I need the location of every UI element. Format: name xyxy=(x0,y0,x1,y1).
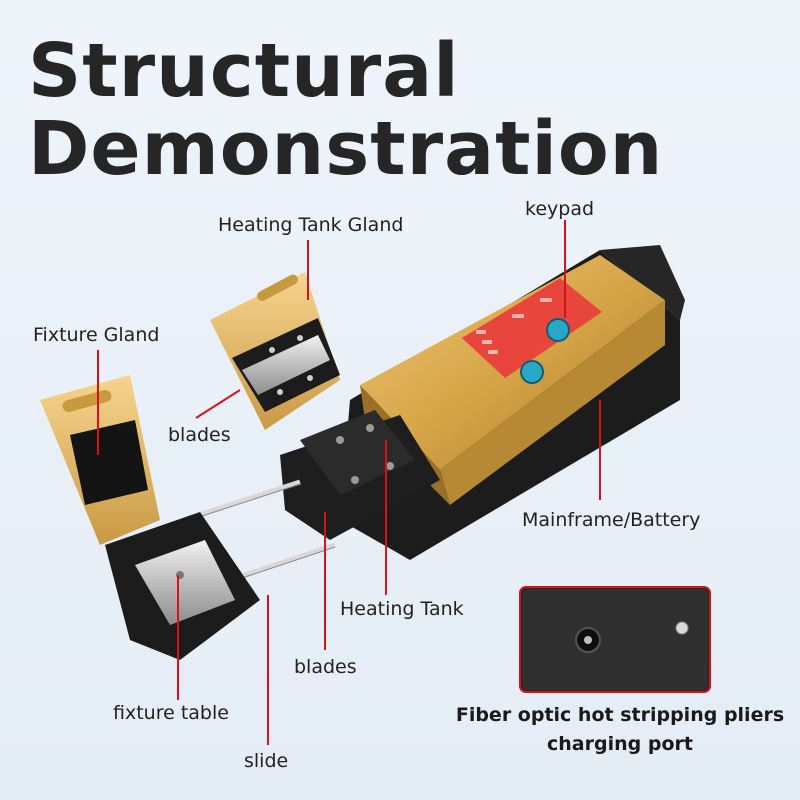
label-slide: slide xyxy=(244,750,289,772)
charging-port-inset xyxy=(519,586,711,693)
label-blades-lower: blades xyxy=(294,656,357,678)
label-fixture-table: fixture table xyxy=(113,702,229,724)
heating-tank xyxy=(280,410,440,540)
label-mainframe-battery: Mainframe/Battery xyxy=(522,509,701,531)
label-fixture-gland: Fixture Gland xyxy=(33,324,160,346)
led-indicator xyxy=(512,314,524,318)
screw-icon xyxy=(675,621,689,635)
fixture-table xyxy=(105,512,260,660)
title-line-2: Demonstration xyxy=(28,106,664,192)
control-panel xyxy=(462,278,602,384)
fixture-gland xyxy=(40,375,160,545)
led-indicator xyxy=(540,298,552,302)
title-line-1: Structural xyxy=(28,28,460,114)
led-indicator xyxy=(482,340,492,344)
mode-button[interactable] xyxy=(546,318,570,342)
led-indicator xyxy=(476,330,486,334)
temp-button[interactable] xyxy=(520,360,544,384)
heating-tank-gland xyxy=(210,272,340,430)
inset-caption-line-2: charging port xyxy=(547,733,693,755)
leader-lines xyxy=(97,220,601,745)
label-keypad: keypad xyxy=(525,198,595,220)
led-indicator xyxy=(488,350,498,354)
label-heating-tank: Heating Tank xyxy=(340,598,464,620)
inset-caption-line-1: Fiber optic hot stripping pliers xyxy=(455,704,785,726)
label-blades-upper: blades xyxy=(168,424,231,446)
leader-blades-upper xyxy=(195,389,241,419)
label-heating-tank-gland: Heating Tank Gland xyxy=(218,214,404,236)
